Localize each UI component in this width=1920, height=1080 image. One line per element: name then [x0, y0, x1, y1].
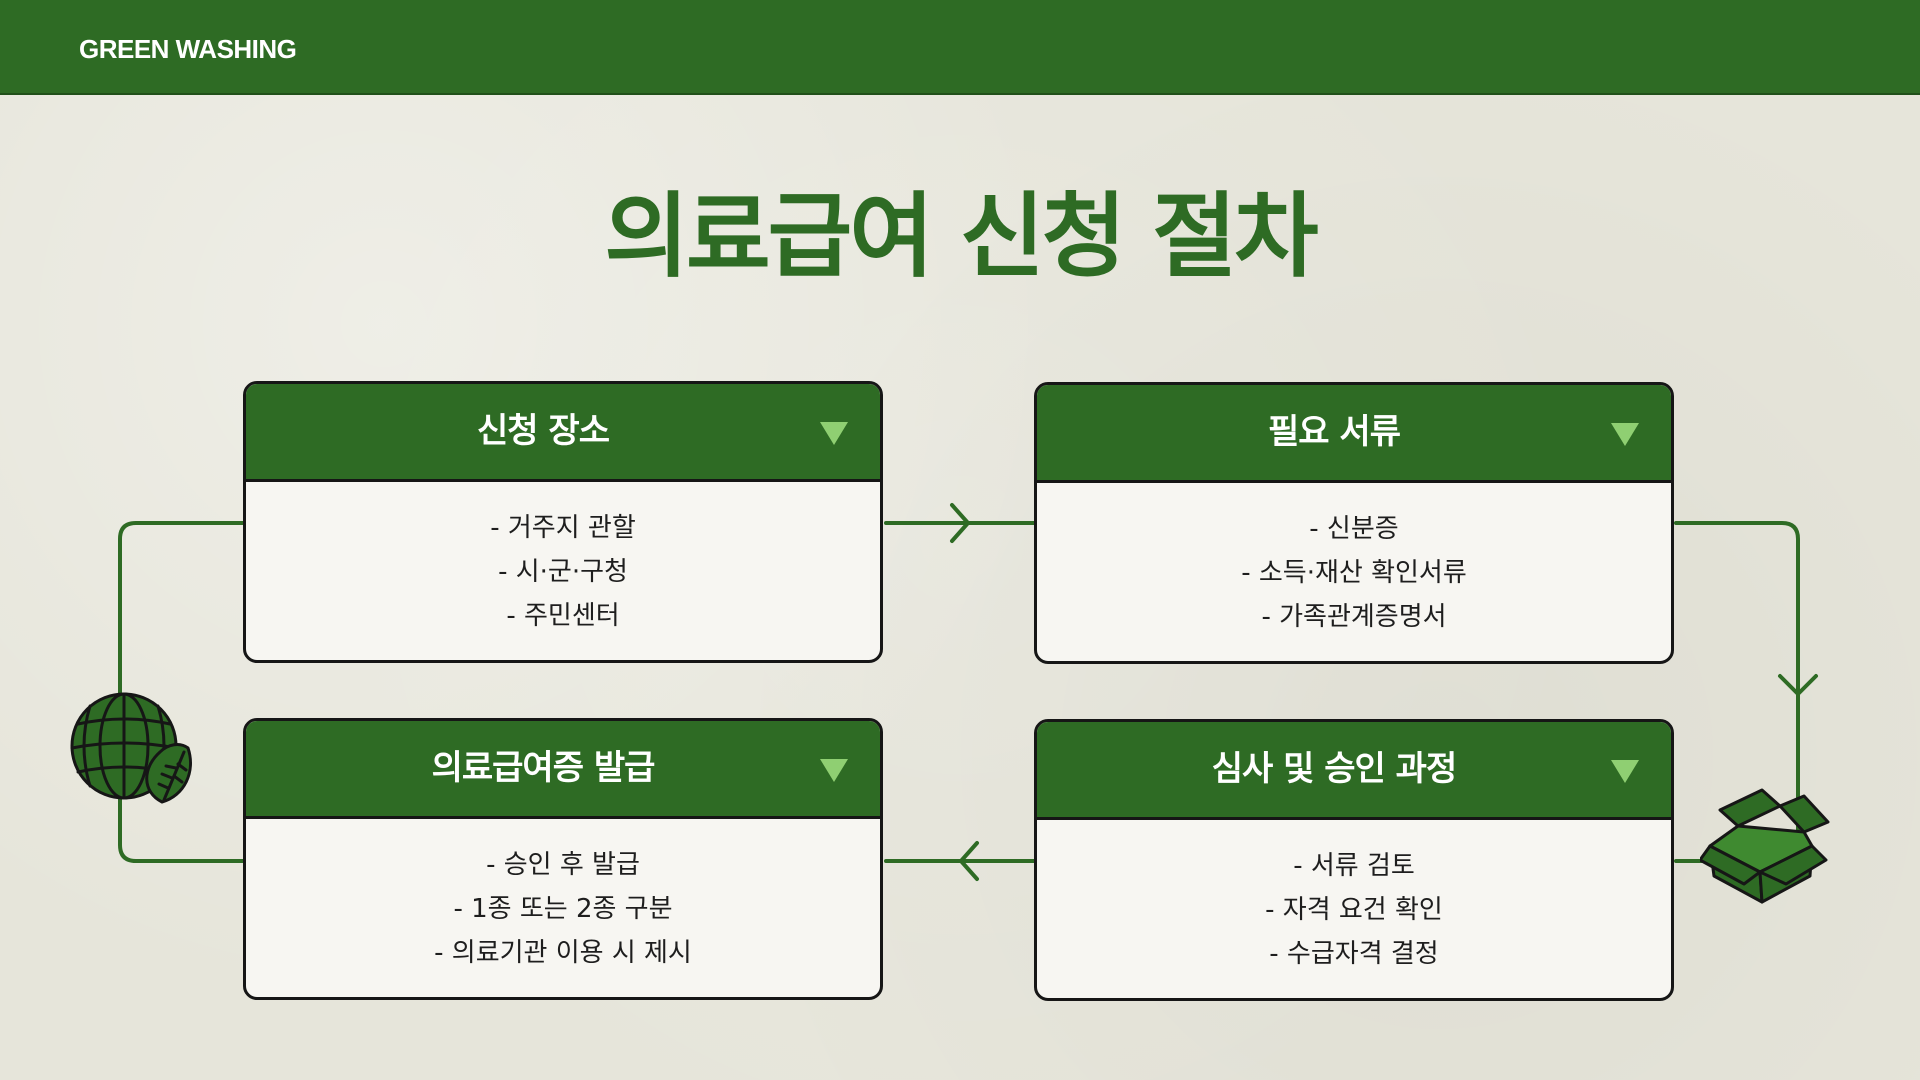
card-title: 신청 장소	[477, 411, 610, 451]
triangle-down-icon[interactable]	[1609, 757, 1641, 785]
brand-label: GREEN WASHING	[79, 34, 297, 64]
top-bar: GREEN WASHING	[0, 0, 1920, 95]
card-item: - 서류 검토	[1293, 851, 1415, 881]
open-box-icon	[1700, 788, 1830, 904]
card-body: - 신분증 - 소득·재산 확인서류 - 가족관계증명서	[1037, 483, 1671, 639]
card-item: - 시·군·구청	[498, 557, 628, 587]
step-card-required-documents: 필요 서류 - 신분증 - 소득·재산 확인서류 - 가족관계증명서	[1034, 382, 1674, 664]
card-body: - 승인 후 발급 - 1종 또는 2종 구분 - 의료기관 이용 시 제시	[246, 819, 880, 975]
globe-leaf-icon	[70, 692, 192, 804]
triangle-down-icon[interactable]	[818, 419, 850, 447]
card-title: 필요 서류	[1268, 412, 1401, 452]
card-item: - 신분증	[1309, 514, 1399, 544]
arrow-right-icon	[950, 503, 970, 543]
card-item: - 가족관계증명서	[1261, 602, 1447, 632]
card-title: 의료급여증 발급	[431, 748, 656, 788]
card-item: - 소득·재산 확인서류	[1241, 558, 1467, 588]
arrow-left-icon	[959, 841, 979, 881]
connector-step4-step1	[118, 521, 245, 863]
step-card-review-approval: 심사 및 승인 과정 - 서류 검토 - 자격 요건 확인 - 수급자격 결정	[1034, 719, 1674, 1001]
card-body: - 서류 검토 - 자격 요건 확인 - 수급자격 결정	[1037, 820, 1671, 976]
step-card-application-place: 신청 장소 - 거주지 관할 - 시·군·구청 - 주민센터	[243, 381, 883, 663]
arrow-down-icon	[1778, 674, 1818, 696]
card-body: - 거주지 관할 - 시·군·구청 - 주민센터	[246, 482, 880, 638]
card-header: 필요 서류	[1037, 385, 1671, 483]
card-header: 신청 장소	[246, 384, 880, 482]
card-item: - 주민센터	[506, 601, 620, 631]
card-item: - 의료기관 이용 시 제시	[434, 938, 692, 968]
card-header: 심사 및 승인 과정	[1037, 722, 1671, 820]
connector-step2-step3	[1674, 521, 1800, 862]
card-item: - 수급자격 결정	[1269, 939, 1439, 969]
step-card-card-issuance: 의료급여증 발급 - 승인 후 발급 - 1종 또는 2종 구분 - 의료기관 …	[243, 718, 883, 1000]
triangle-down-icon[interactable]	[1609, 420, 1641, 448]
card-item: - 자격 요건 확인	[1265, 895, 1443, 925]
triangle-down-icon[interactable]	[818, 756, 850, 784]
card-item: - 1종 또는 2종 구분	[453, 894, 673, 924]
card-item: - 거주지 관할	[490, 513, 636, 543]
card-header: 의료급여증 발급	[246, 721, 880, 819]
page-title: 의료급여 신청 절차	[604, 183, 1318, 290]
card-item: - 승인 후 발급	[486, 850, 640, 880]
card-title: 심사 및 승인 과정	[1211, 749, 1457, 789]
